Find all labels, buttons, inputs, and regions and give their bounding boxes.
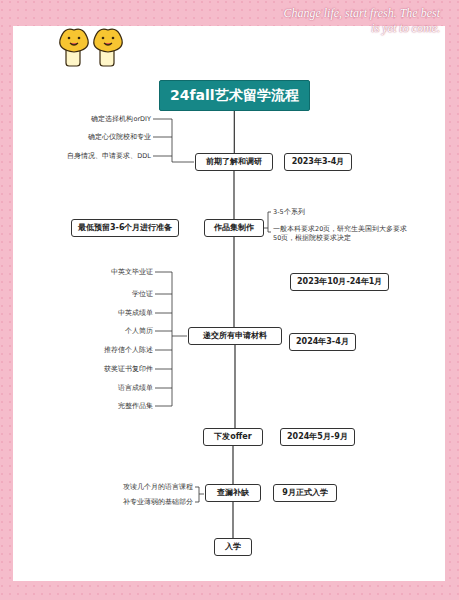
date-box: 2024年3-4月 [289,333,356,351]
node-text: 2024年3-4月 [296,337,349,347]
material-item: 完整作品集 [118,402,153,411]
motto-text: Change life, start fresh. The best is ye… [280,6,440,36]
node-text: 作品集制作 [214,223,254,233]
node-text: 查漏补缺 [217,488,249,498]
note-text: 确定选择机构orDIY [91,115,151,124]
node-text: 2023年10月-24年1月 [297,277,382,287]
material-item: 推荐信个人陈述 [104,346,153,355]
white-card [13,26,445,581]
note-box: 最低预留3-6个月进行准备 [71,219,179,237]
process-box: 前期了解和调研 [195,153,273,171]
process-box: 入学 [214,538,252,556]
title-box: 24fall艺术留学流程 [159,80,310,111]
node-text: 下发offer [214,432,251,442]
note-text: 3-5个系列 [273,208,305,217]
flow-connector [234,111,235,153]
note-text: 一般本科要求20页，研究生美国到大多要求50页，根据院校要求决定 [273,225,413,243]
note-text: 补专业薄弱的基础部分 [123,498,193,507]
node-text: 2024年5月-9月 [287,432,348,442]
node-text: 9月正式入学 [282,488,328,498]
process-box: 查漏补缺 [205,484,261,502]
leader-lines [153,119,271,502]
process-box: 下发offer [203,428,263,446]
date-box: 9月正式入学 [273,484,337,502]
date-box: 2023年10月-24年1月 [290,273,389,291]
node-text: 入学 [225,542,241,552]
flow-connector [234,345,235,428]
material-item: 语言成绩单 [118,384,153,393]
note-text: 自身情况、申请要求、DDL [67,152,151,161]
date-box: 2024年5月-9月 [280,428,355,446]
node-text: 24fall艺术留学流程 [170,87,299,104]
material-item: 个人简历 [125,327,153,336]
node-text: 最低预留3-6个月进行准备 [78,223,172,233]
node-text: 前期了解和调研 [206,157,262,167]
material-item: 学位证 [132,290,153,299]
note-text: 攻读几个月的语言课程 [123,483,193,492]
node-text: 递交所有申请材料 [203,331,267,341]
node-text: 2023年3-4月 [292,157,345,167]
note-text: 确定心仪院校和专业 [88,133,151,142]
date-box: 2023年3-4月 [284,153,352,171]
smiley-illustration [60,29,122,66]
flow-connector [233,237,234,327]
flow-connector [232,502,233,538]
flow-connector [232,446,233,484]
process-box: 递交所有申请材料 [188,327,282,345]
process-box: 作品集制作 [204,219,264,237]
material-item: 中英成绩单 [118,309,153,318]
flow-connector [233,171,234,219]
material-item: 中英文毕业证 [111,268,153,277]
material-item: 获奖证书复印件 [104,365,153,374]
